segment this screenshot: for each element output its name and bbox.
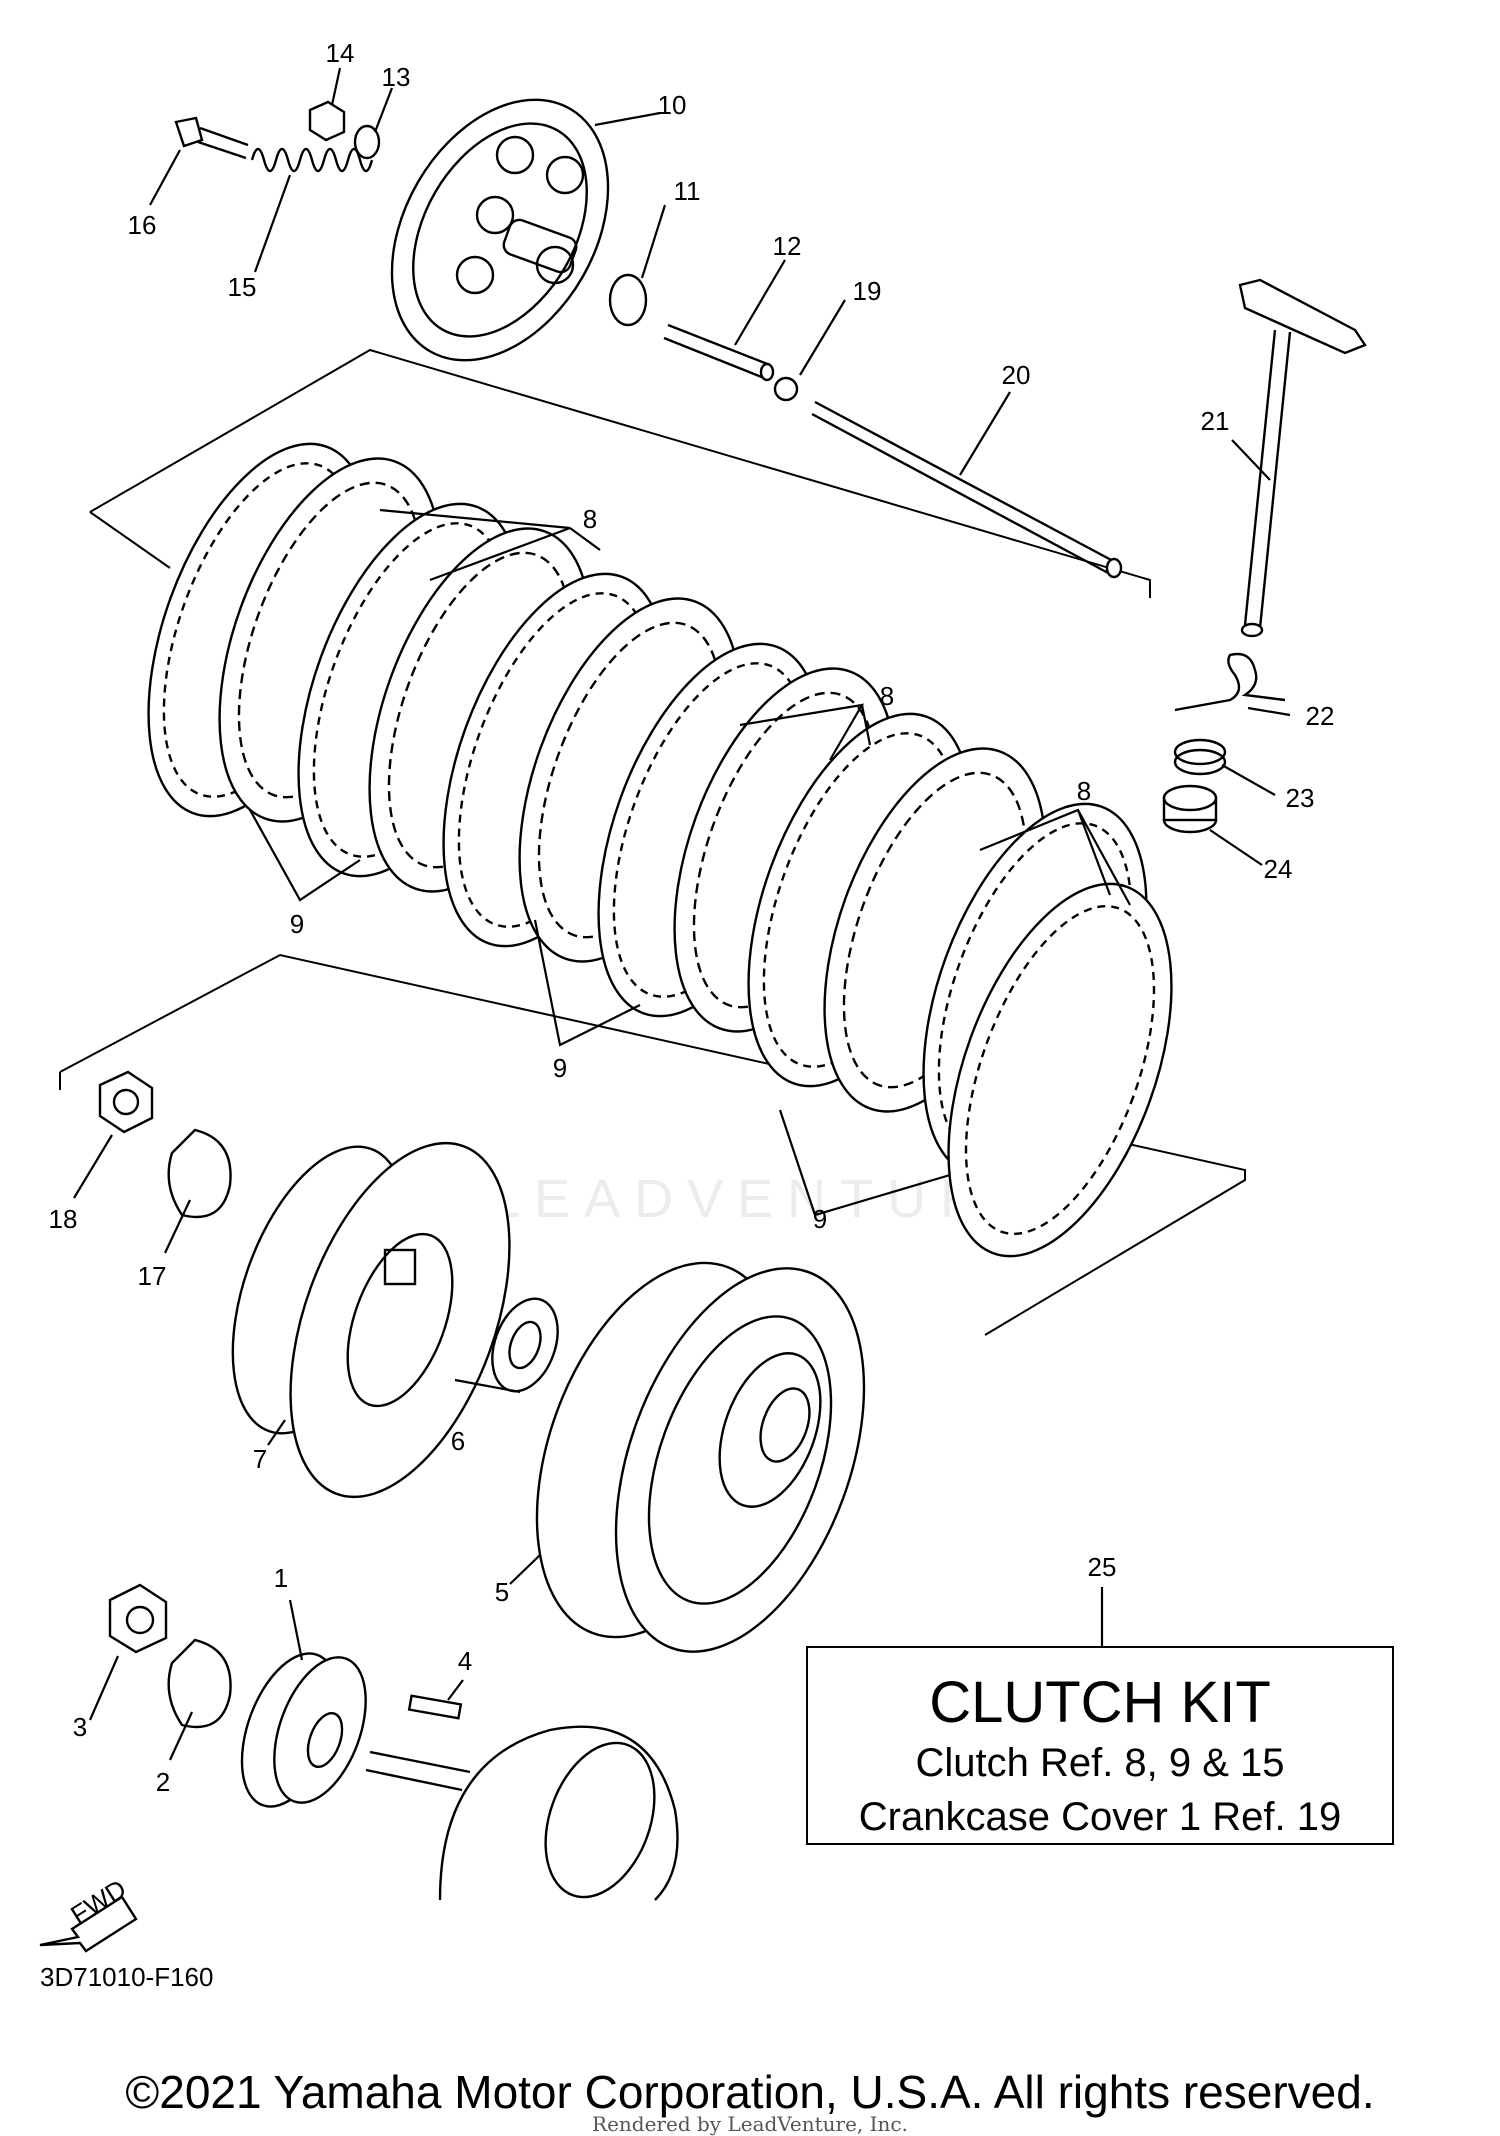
callout-23: 23 [1286,783,1315,813]
primary-driven-gear-7 [231,1141,511,1499]
friction-plate-8 [947,882,1173,1258]
callout-16: 16 [128,210,157,240]
diagram-code: 3D71010-F160 [40,1962,214,1992]
push-lever-shaft-21 [1238,278,1367,638]
callout-8-b: 8 [880,681,894,711]
kit-title: CLUTCH KIT [929,1670,1271,1735]
clutch-boss-5 [535,1261,866,1653]
callout-9-c: 9 [813,1204,827,1234]
callout-24: 24 [1264,854,1293,884]
push-rod-12 [663,323,775,382]
bearing-24 [1162,784,1218,834]
lock-washer-17 [167,1128,232,1219]
callout-labels: 1 2 3 4 5 6 7 8 8 8 9 9 9 10 11 12 13 14… [49,38,1335,1797]
callout-8-c: 8 [1077,776,1091,806]
plate-stack-envelope [89,348,1151,598]
callout-5: 5 [495,1577,509,1607]
callout-22: 22 [1306,701,1335,731]
callout-17: 17 [138,1261,167,1291]
push-rod-20 [811,400,1123,579]
spring-22 [1174,652,1286,712]
callout-18: 18 [49,1204,78,1234]
callout-14: 14 [326,38,355,68]
kit-line-clutch: Clutch Ref. 8, 9 & 15 [915,1741,1285,1785]
spring-15 [250,147,374,173]
crankshaft-end [365,1725,679,1901]
callout-9-b: 9 [553,1053,567,1083]
callout-12: 12 [773,231,802,261]
callout-19: 19 [853,276,882,306]
nut-14 [308,100,346,142]
oil-seal-23 [1173,738,1227,776]
callout-21: 21 [1201,406,1230,436]
push-disc-11 [608,273,648,327]
callout-20: 20 [1002,360,1031,390]
callout-8-a: 8 [583,504,597,534]
callout-6: 6 [451,1426,465,1456]
callout-11: 11 [674,176,701,206]
bolt-16 [174,116,249,160]
callout-4: 4 [458,1646,472,1676]
lock-washer-2 [167,1638,232,1729]
hub-envelope [59,953,1246,1336]
key-4 [407,1694,463,1720]
leader-lines [73,67,1291,1761]
fwd-arrow-icon: FWD [39,1873,138,1953]
callout-10: 10 [658,90,687,120]
callout-7: 7 [253,1444,267,1474]
callout-1: 1 [274,1563,288,1593]
callout-15: 15 [228,272,257,302]
copyright-notice: ©2021 Yamaha Motor Corporation, U.S.A. A… [125,2066,1375,2118]
callout-9-a: 9 [290,909,304,939]
callout-13: 13 [382,62,411,92]
ball-19 [773,376,799,402]
kit-line-crankcase: Crankcase Cover 1 Ref. 19 [858,1795,1342,1839]
rendered-by-credit: Rendered by LeadVenture, Inc. [592,2112,908,2136]
nut-18 [98,1070,154,1134]
washer-13 [353,124,381,160]
clutch-kit-box: CLUTCH KIT Clutch Ref. 8, 9 & 15 Crankca… [806,1646,1394,1845]
pressure-plate [390,98,610,362]
callout-25: 25 [1088,1552,1117,1582]
callout-2: 2 [156,1767,170,1797]
callout-3: 3 [73,1712,87,1742]
nut-3 [108,1583,168,1654]
primary-drive-gear-1 [240,1652,367,1808]
